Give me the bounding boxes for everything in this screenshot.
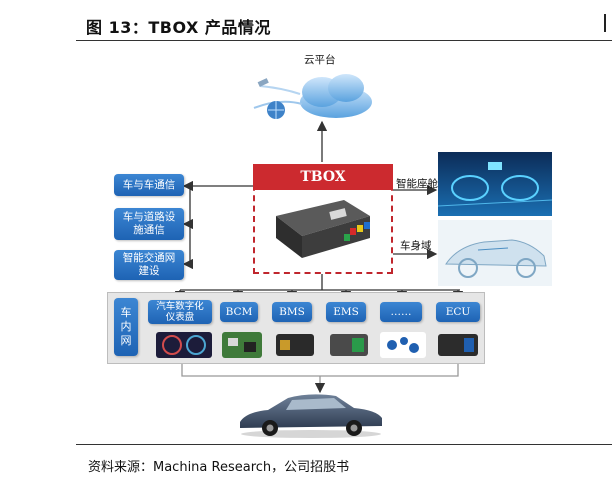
misc-ecu-thumbnail [380,332,426,358]
ecu-box-cluster: 汽车数字化 仪表盘 [148,300,212,324]
bcm-thumbnail [222,332,262,358]
in-vehicle-network-label: 车 内 网 [120,306,132,347]
tbox-title: TBOX [300,169,346,185]
ecu-box-ecu: ECU [436,302,480,322]
title-rule [76,40,612,41]
its-label: 智能交通网 建设 [122,252,176,277]
cockpit-label: 智能座舱 [396,178,438,190]
page-edge-marker [604,14,612,32]
ecu-label-bcm: BCM [225,305,253,318]
source-note: 资料来源：Machina Research，公司招股书 [88,460,350,475]
ecu-label-cluster: 汽车数字化 仪表盘 [156,301,204,323]
in-vehicle-network-box: 车 内 网 [114,298,138,356]
car-body-image [438,220,552,286]
car-image [240,394,382,438]
ecu-thumbnail [438,334,478,356]
ems-thumbnail [330,334,368,356]
ecu-box-more: …… [380,302,422,322]
tbox-device-image [276,200,370,258]
ecu-box-bms: BMS [272,302,312,322]
v2i-label: 车与道路设 施通信 [122,211,176,236]
cloud-icon [253,74,372,119]
v2i-box: 车与道路设 施通信 [114,208,184,240]
tbox-header: TBOX [253,164,393,190]
v2v-label: 车与车通信 [122,178,176,191]
ecu-label-bms: BMS [279,305,305,318]
figure-title: 图 13：TBOX 产品情况 [86,18,271,37]
v2v-box: 车与车通信 [114,174,184,196]
ecu-box-ems: EMS [326,302,366,322]
ecu-box-bcm: BCM [220,302,258,322]
body-domain-label: 车身域 [400,240,432,252]
cluster-thumbnail [156,332,212,358]
ecu-label-ems: EMS [333,305,359,318]
bms-thumbnail [276,334,314,356]
cockpit-image [438,152,552,216]
footer-rule [76,444,612,445]
ecu-label-ecu: ECU [445,305,471,318]
cloud-platform-label: 云平台 [304,54,336,66]
ecu-label-more: …… [390,305,412,318]
its-box: 智能交通网 建设 [114,250,184,280]
